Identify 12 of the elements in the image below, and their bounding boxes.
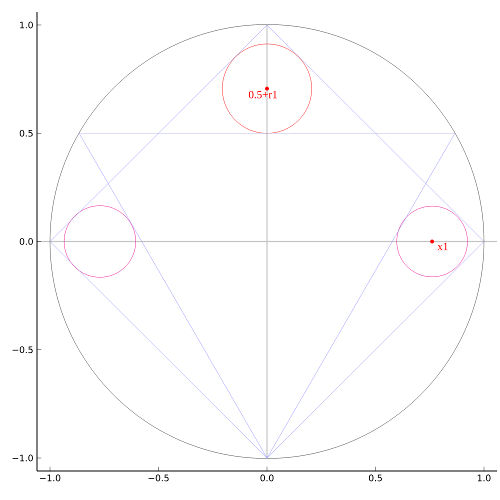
x-tick-label: −1.0 (40, 474, 60, 482)
x-tick-label: −0.5 (148, 474, 169, 482)
point-label: 0.5+r1 (248, 90, 277, 98)
point-label: x1 (437, 242, 448, 250)
y-tick-label: −0.5 (12, 346, 33, 354)
x-tick-label: 1.0 (478, 474, 491, 482)
y-tick-label: −1.0 (12, 454, 33, 462)
y-tick-label: 1.0 (20, 22, 33, 28)
x-tick-label: 0.0 (260, 474, 274, 482)
y-tick-label: 0.5 (20, 130, 33, 137)
x-tick-label: 0.5 (368, 474, 382, 482)
y-tick-label: 0.0 (20, 238, 33, 245)
